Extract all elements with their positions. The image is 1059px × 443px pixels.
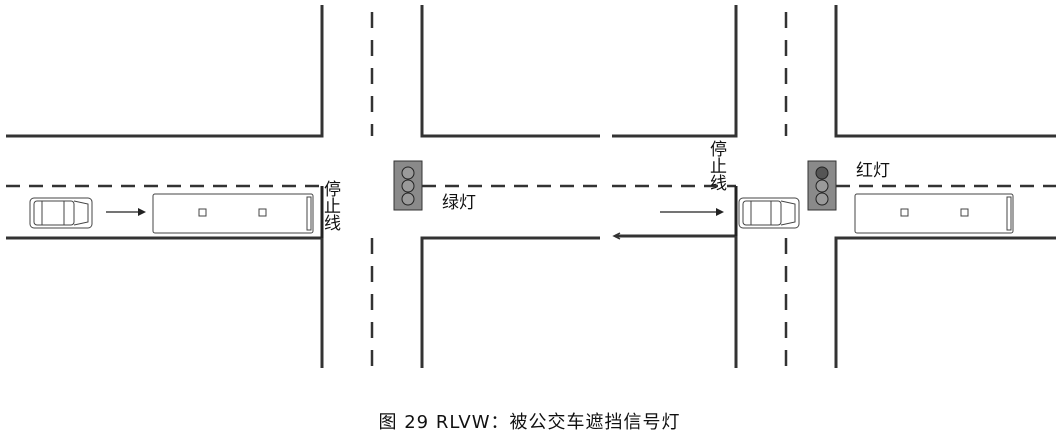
- road-edge-right-bottom-west: [615, 234, 738, 368]
- road-edge-right-top-east: [834, 5, 1056, 138]
- road-edge-right-top-west: [612, 5, 738, 138]
- figure-caption: 图 29 RLVW：被公交车遮挡信号灯: [378, 412, 681, 433]
- arrow-left: [106, 208, 146, 216]
- stop-line-label-right: 停止线: [706, 140, 727, 191]
- bus-right: [854, 193, 1014, 234]
- car-left: [29, 197, 93, 229]
- signal-label-left: 绿灯: [442, 193, 476, 213]
- road-edge-right-bottom-east: [834, 236, 1056, 368]
- car-right: [738, 197, 800, 229]
- traffic-light-right: [807, 160, 837, 211]
- traffic-light-left: [393, 160, 423, 211]
- bus-left: [152, 193, 314, 234]
- road-edge-left-top-west: [6, 5, 324, 138]
- left-intersection: 绿灯 停止线: [6, 5, 600, 368]
- rlvw-diagram: 绿灯 停止线: [6, 5, 1056, 368]
- signal-label-right: 红灯: [856, 161, 890, 181]
- road-edge-right-arrowhead: [612, 232, 621, 240]
- right-intersection: 红灯 停止线: [612, 5, 1056, 368]
- road-edge-left-bottom-east: [420, 236, 600, 368]
- stop-line-label-left: 停止线: [320, 180, 341, 231]
- arrow-right: [660, 208, 724, 216]
- road-edge-left-top-east: [420, 5, 600, 138]
- road-edge-left-bottom-west: [6, 236, 324, 368]
